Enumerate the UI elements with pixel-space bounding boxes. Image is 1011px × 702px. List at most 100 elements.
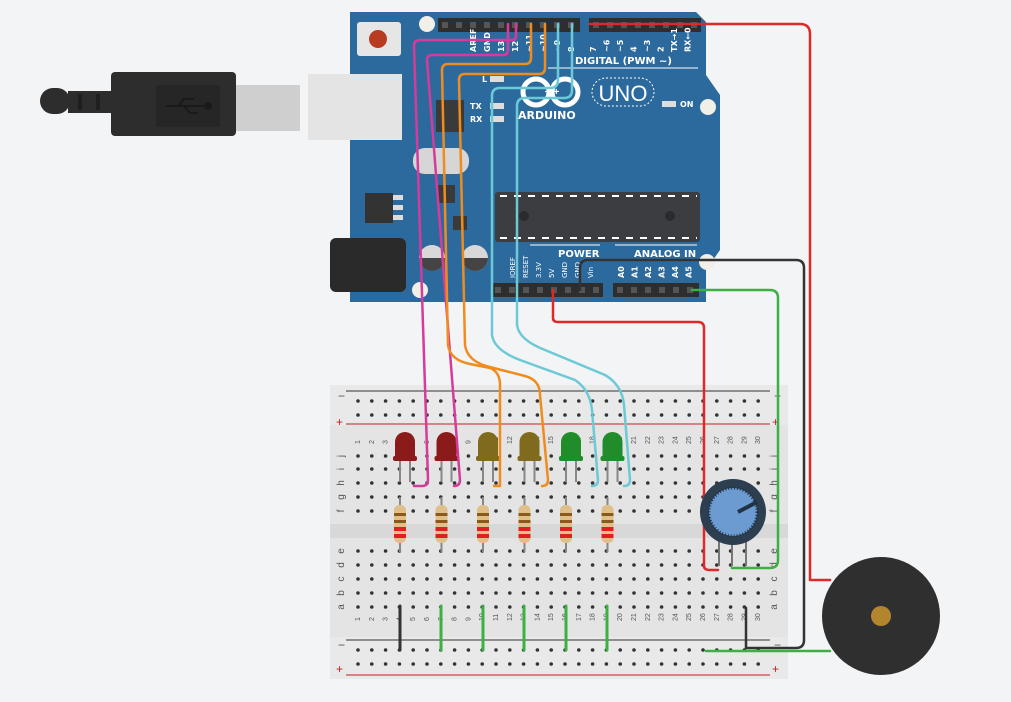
rail-hole[interactable]: [618, 648, 622, 652]
breadboard-hole[interactable]: [604, 481, 609, 485]
breadboard-hole[interactable]: [466, 481, 471, 485]
rail-hole[interactable]: [577, 648, 581, 652]
resistor[interactable]: [601, 497, 614, 552]
breadboard-hole[interactable]: [411, 577, 416, 581]
rail-hole[interactable]: [701, 648, 705, 652]
breadboard-hole[interactable]: [370, 577, 374, 581]
breadboard-hole[interactable]: [590, 563, 595, 567]
breadboard-hole[interactable]: [425, 495, 429, 499]
breadboard-hole[interactable]: [646, 509, 650, 513]
breadboard-hole[interactable]: [466, 577, 471, 581]
rail-hole[interactable]: [687, 399, 691, 403]
rail-hole[interactable]: [383, 648, 388, 652]
rail-hole[interactable]: [659, 413, 664, 417]
breadboard-hole[interactable]: [646, 591, 650, 595]
breadboard-hole[interactable]: [687, 467, 691, 471]
breadboard-hole[interactable]: [715, 467, 719, 471]
wire-pin12-magenta[interactable]: [425, 22, 510, 488]
breadboard-hole[interactable]: [452, 591, 457, 595]
rail-hole[interactable]: [356, 648, 360, 652]
breadboard-hole[interactable]: [604, 577, 609, 581]
breadboard-hole[interactable]: [632, 605, 636, 609]
breadboard-hole[interactable]: [411, 563, 416, 567]
breadboard-hole[interactable]: [659, 577, 664, 581]
breadboard-hole[interactable]: [383, 509, 388, 513]
breadboard-hole[interactable]: [756, 549, 760, 553]
header-pin[interactable]: [540, 22, 546, 28]
breadboard-hole[interactable]: [549, 563, 553, 567]
breadboard-hole[interactable]: [439, 563, 443, 567]
breadboard-hole[interactable]: [411, 481, 416, 485]
rail-hole[interactable]: [356, 662, 360, 666]
rail-hole[interactable]: [742, 399, 747, 403]
rail-hole[interactable]: [466, 413, 471, 417]
rail-hole[interactable]: [521, 662, 526, 666]
breadboard-hole[interactable]: [715, 605, 719, 609]
breadboard-hole[interactable]: [659, 591, 664, 595]
resistor[interactable]: [560, 497, 572, 552]
breadboard-hole[interactable]: [646, 577, 650, 581]
rail-hole[interactable]: [494, 399, 498, 403]
rail-hole[interactable]: [563, 413, 567, 417]
breadboard-hole[interactable]: [452, 563, 457, 567]
rail-hole[interactable]: [632, 648, 636, 652]
rail-hole[interactable]: [646, 648, 650, 652]
breadboard-hole[interactable]: [535, 605, 540, 609]
breadboard-hole[interactable]: [411, 605, 416, 609]
breadboard-hole[interactable]: [632, 454, 636, 458]
breadboard-hole[interactable]: [549, 605, 553, 609]
breadboard-hole[interactable]: [494, 481, 498, 485]
breadboard-hole[interactable]: [756, 481, 760, 485]
breadboard-hole[interactable]: [383, 591, 388, 595]
breadboard-hole[interactable]: [590, 509, 595, 513]
breadboard-hole[interactable]: [590, 495, 595, 499]
rail-hole[interactable]: [521, 413, 526, 417]
breadboard-hole[interactable]: [632, 495, 636, 499]
breadboard-hole[interactable]: [659, 605, 664, 609]
breadboard-hole[interactable]: [549, 591, 553, 595]
breadboard-hole[interactable]: [618, 563, 622, 567]
header-pin[interactable]: [456, 22, 462, 28]
breadboard-hole[interactable]: [590, 605, 595, 609]
breadboard-hole[interactable]: [383, 605, 388, 609]
breadboard-hole[interactable]: [356, 467, 360, 471]
rail-hole[interactable]: [535, 399, 540, 403]
rail-hole[interactable]: [466, 662, 471, 666]
breadboard-hole[interactable]: [646, 495, 650, 499]
breadboard-hole[interactable]: [577, 467, 581, 471]
breadboard-hole[interactable]: [687, 509, 691, 513]
breadboard-hole[interactable]: [356, 549, 360, 553]
breadboard-hole[interactable]: [659, 563, 664, 567]
breadboard-hole[interactable]: [370, 481, 374, 485]
wire-buzzer-red[interactable]: [588, 22, 832, 582]
breadboard-hole[interactable]: [439, 481, 443, 485]
breadboard-hole[interactable]: [687, 495, 691, 499]
breadboard-hole[interactable]: [452, 467, 457, 471]
rail-hole[interactable]: [549, 662, 553, 666]
breadboard-hole[interactable]: [521, 563, 526, 567]
breadboard-hole[interactable]: [715, 591, 719, 595]
breadboard-hole[interactable]: [480, 481, 485, 485]
breadboard-hole[interactable]: [356, 577, 360, 581]
breadboard-hole[interactable]: [425, 509, 429, 513]
breadboard-hole[interactable]: [701, 591, 705, 595]
breadboard-hole[interactable]: [687, 577, 691, 581]
breadboard-hole[interactable]: [618, 591, 622, 595]
rail-hole[interactable]: [494, 413, 498, 417]
rail-hole[interactable]: [383, 662, 388, 666]
resistor[interactable]: [518, 497, 531, 552]
breadboard-hole[interactable]: [480, 563, 485, 567]
potentiometer[interactable]: [700, 479, 766, 566]
header-pin[interactable]: [617, 287, 623, 293]
header-pin[interactable]: [495, 287, 501, 293]
rail-hole[interactable]: [466, 399, 471, 403]
breadboard-hole[interactable]: [632, 563, 636, 567]
breadboard-hole[interactable]: [370, 605, 374, 609]
resistor[interactable]: [394, 497, 406, 552]
breadboard-hole[interactable]: [563, 563, 567, 567]
breadboard-hole[interactable]: [466, 549, 471, 553]
wire-pin13-magenta[interactable]: [412, 22, 518, 488]
breadboard-hole[interactable]: [756, 467, 760, 471]
header-pin[interactable]: [565, 287, 571, 293]
breadboard-hole[interactable]: [466, 605, 471, 609]
